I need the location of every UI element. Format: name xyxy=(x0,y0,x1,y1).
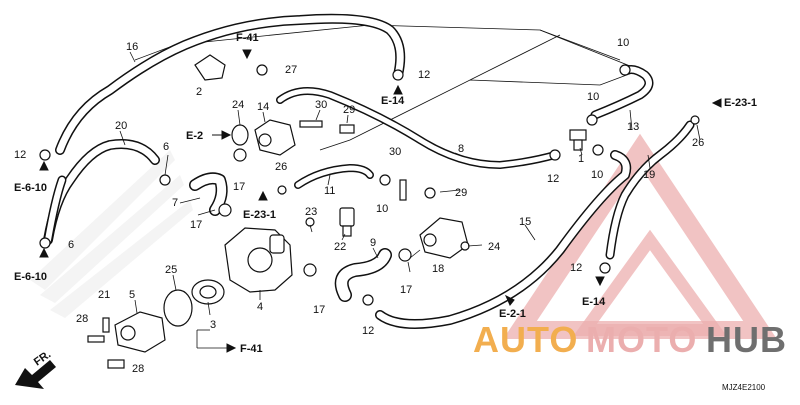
hose-8[interactable] xyxy=(276,87,559,169)
ref-label-e231-mid: E-23-1 xyxy=(243,209,276,221)
watermark: AUTO MOTO HUB xyxy=(30,133,787,360)
part-label-17-a: 17 xyxy=(233,181,245,193)
part-label-29-mid: 29 xyxy=(455,187,467,199)
part-label-30-top: 30 xyxy=(315,99,327,111)
part-label-10-mid: 10 xyxy=(591,169,603,181)
part-label-28-a: 28 xyxy=(76,313,88,325)
part-label-17-d: 17 xyxy=(400,284,412,296)
ref-label-e14-top: E-14 xyxy=(381,95,405,107)
ref-label-e14-right: E-14 xyxy=(582,296,606,308)
hose-19[interactable] xyxy=(605,120,695,260)
temp-sensor-23[interactable] xyxy=(339,207,355,237)
part-label-6-top: 6 xyxy=(163,141,169,153)
watermark-word-auto: AUTO xyxy=(473,319,578,360)
part-label-6-left: 6 xyxy=(68,239,74,251)
part-label-28-b: 28 xyxy=(132,363,144,375)
hose-15[interactable] xyxy=(375,150,632,329)
part-label-10-right: 10 xyxy=(587,91,599,103)
ref-label-e610-bottom: E-6-10 xyxy=(14,271,47,283)
automotohub-logo-triangle xyxy=(503,133,777,339)
part-label-12-bottom: 12 xyxy=(362,325,374,337)
t-joint-1[interactable] xyxy=(569,129,587,151)
ref-label-f41-top: F-41 xyxy=(236,32,259,44)
hose-13[interactable] xyxy=(590,65,654,120)
part-label-1: 1 xyxy=(578,153,584,165)
part-label-13: 13 xyxy=(627,121,639,133)
part-label-8: 8 xyxy=(458,143,464,155)
part-label-12-mid: 12 xyxy=(547,173,559,185)
diagram-code: MJZ4E2100 xyxy=(722,383,766,392)
part-label-26-right: 26 xyxy=(692,137,704,149)
thermostat-housing-4[interactable] xyxy=(224,227,293,293)
part-label-14: 14 xyxy=(257,101,269,113)
part-label-24-right: 24 xyxy=(488,241,500,253)
section-arrows xyxy=(39,49,722,353)
bolts xyxy=(87,120,407,369)
water-joint-18[interactable] xyxy=(419,217,469,259)
ref-label-e231-right: E-23-1 xyxy=(724,97,757,109)
ref-label-f41-bottom: F-41 xyxy=(240,343,263,355)
assembly-outline xyxy=(134,24,642,151)
part-label-12-left: 12 xyxy=(14,149,26,161)
section-reference-labels: F-41 E-14 E-23-1 E-2 E-6-10 E-23-1 E-6-1… xyxy=(14,32,757,355)
part-label-20: 20 xyxy=(115,120,127,132)
part-label-17-b: 17 xyxy=(190,219,202,231)
hose-left-lower[interactable] xyxy=(43,175,67,245)
part-label-12-right: 12 xyxy=(570,262,582,274)
part-label-16: 16 xyxy=(126,41,138,53)
part-label-30-mid: 30 xyxy=(389,146,401,158)
watermark-word-hub: HUB xyxy=(706,319,787,360)
ref-label-e21: E-2-1 xyxy=(499,308,526,320)
hose-9[interactable] xyxy=(334,248,392,302)
thermostat-3[interactable] xyxy=(191,279,225,305)
part-label-7: 7 xyxy=(172,197,178,209)
part-label-18: 18 xyxy=(432,263,444,275)
part-label-26-mid: 26 xyxy=(275,161,287,173)
front-direction-indicator: FR. xyxy=(15,348,56,389)
honda-wing-watermark xyxy=(30,150,193,318)
hose-clip-2[interactable] xyxy=(194,54,226,81)
part-label-3: 3 xyxy=(210,319,216,331)
part-label-2: 2 xyxy=(196,86,202,98)
hose-7[interactable] xyxy=(189,172,228,216)
part-label-29-top: 29 xyxy=(343,104,355,116)
water-joint-14[interactable] xyxy=(254,119,296,156)
part-label-17-c: 17 xyxy=(313,304,325,316)
ref-label-e610-top: E-6-10 xyxy=(14,182,47,194)
part-label-9: 9 xyxy=(370,237,376,249)
part-label-5: 5 xyxy=(129,289,135,301)
part-label-25: 25 xyxy=(165,264,177,276)
watermark-word-moto: MOTO xyxy=(586,319,697,360)
part-labels: 16 2 27 12 10 20 24 14 30 29 10 13 26 12… xyxy=(14,37,704,375)
part-label-27: 27 xyxy=(285,64,297,76)
ref-label-e2: E-2 xyxy=(186,130,203,142)
part-label-19: 19 xyxy=(643,169,655,181)
hose-clamps xyxy=(39,64,700,306)
part-label-15: 15 xyxy=(519,216,531,228)
part-label-21: 21 xyxy=(98,289,110,301)
part-label-11: 11 xyxy=(324,185,335,197)
part-label-23: 23 xyxy=(305,206,317,218)
part-label-12-top: 12 xyxy=(418,69,430,81)
hose-11[interactable] xyxy=(294,164,374,189)
o-ring-25[interactable] xyxy=(163,289,193,327)
hose-16[interactable] xyxy=(55,13,406,155)
part-label-10-lower: 10 xyxy=(376,203,388,215)
o-ring-24-left[interactable] xyxy=(231,124,249,146)
part-label-22: 22 xyxy=(334,241,346,253)
part-label-24-left: 24 xyxy=(232,99,244,111)
part-label-10-top: 10 xyxy=(617,37,629,49)
water-joint-5[interactable] xyxy=(114,311,166,353)
part-label-4: 4 xyxy=(257,301,263,313)
